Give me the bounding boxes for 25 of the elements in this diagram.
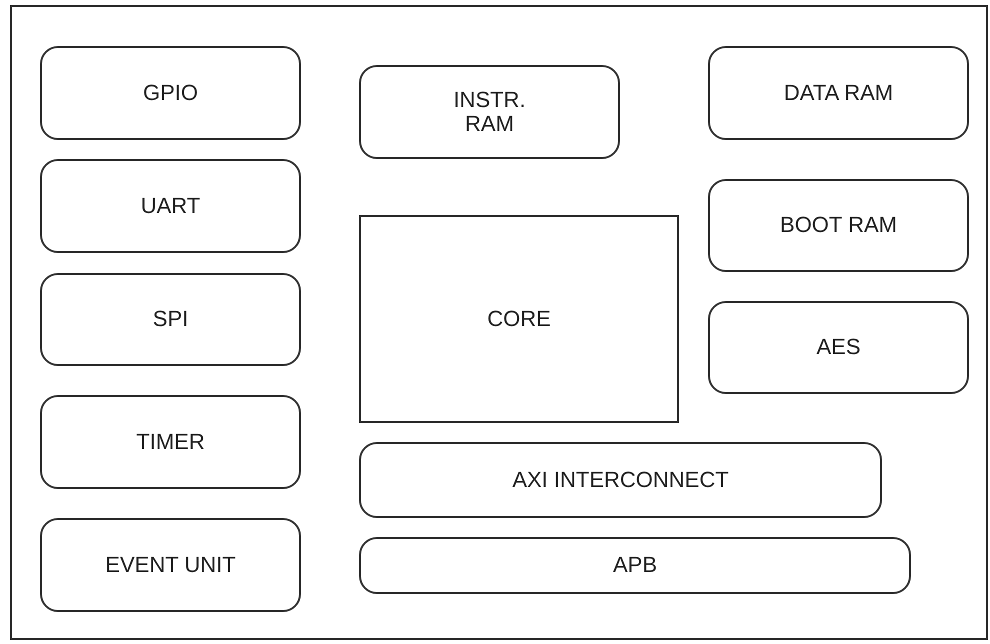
block-label: TIMER — [136, 430, 205, 454]
block-label: CORE — [487, 306, 551, 332]
block-label: EVENT UNIT — [105, 552, 236, 578]
block-label: BOOT RAM — [780, 213, 897, 238]
block-label: DATA RAM — [784, 80, 894, 106]
block-box — [40, 159, 301, 253]
block-box — [708, 179, 969, 272]
block-label: GPIO — [142, 80, 198, 106]
block-label: INSTR. RAM — [452, 88, 527, 136]
outer-frame — [10, 5, 988, 640]
block-box — [708, 46, 969, 140]
block-label: SPI — [152, 307, 188, 332]
block-box — [359, 442, 882, 518]
block-box — [40, 395, 301, 489]
block-label: UART — [140, 194, 200, 218]
block-box — [40, 46, 301, 140]
block-box — [40, 273, 301, 366]
block-box — [359, 537, 911, 594]
block-label: AXI INTERCONNECT — [512, 468, 729, 492]
block-box — [359, 65, 620, 159]
block-box — [40, 518, 301, 612]
block-label: APB — [612, 553, 658, 578]
block-label: AES — [816, 335, 861, 360]
core-block — [359, 215, 679, 423]
block-box — [708, 301, 969, 394]
